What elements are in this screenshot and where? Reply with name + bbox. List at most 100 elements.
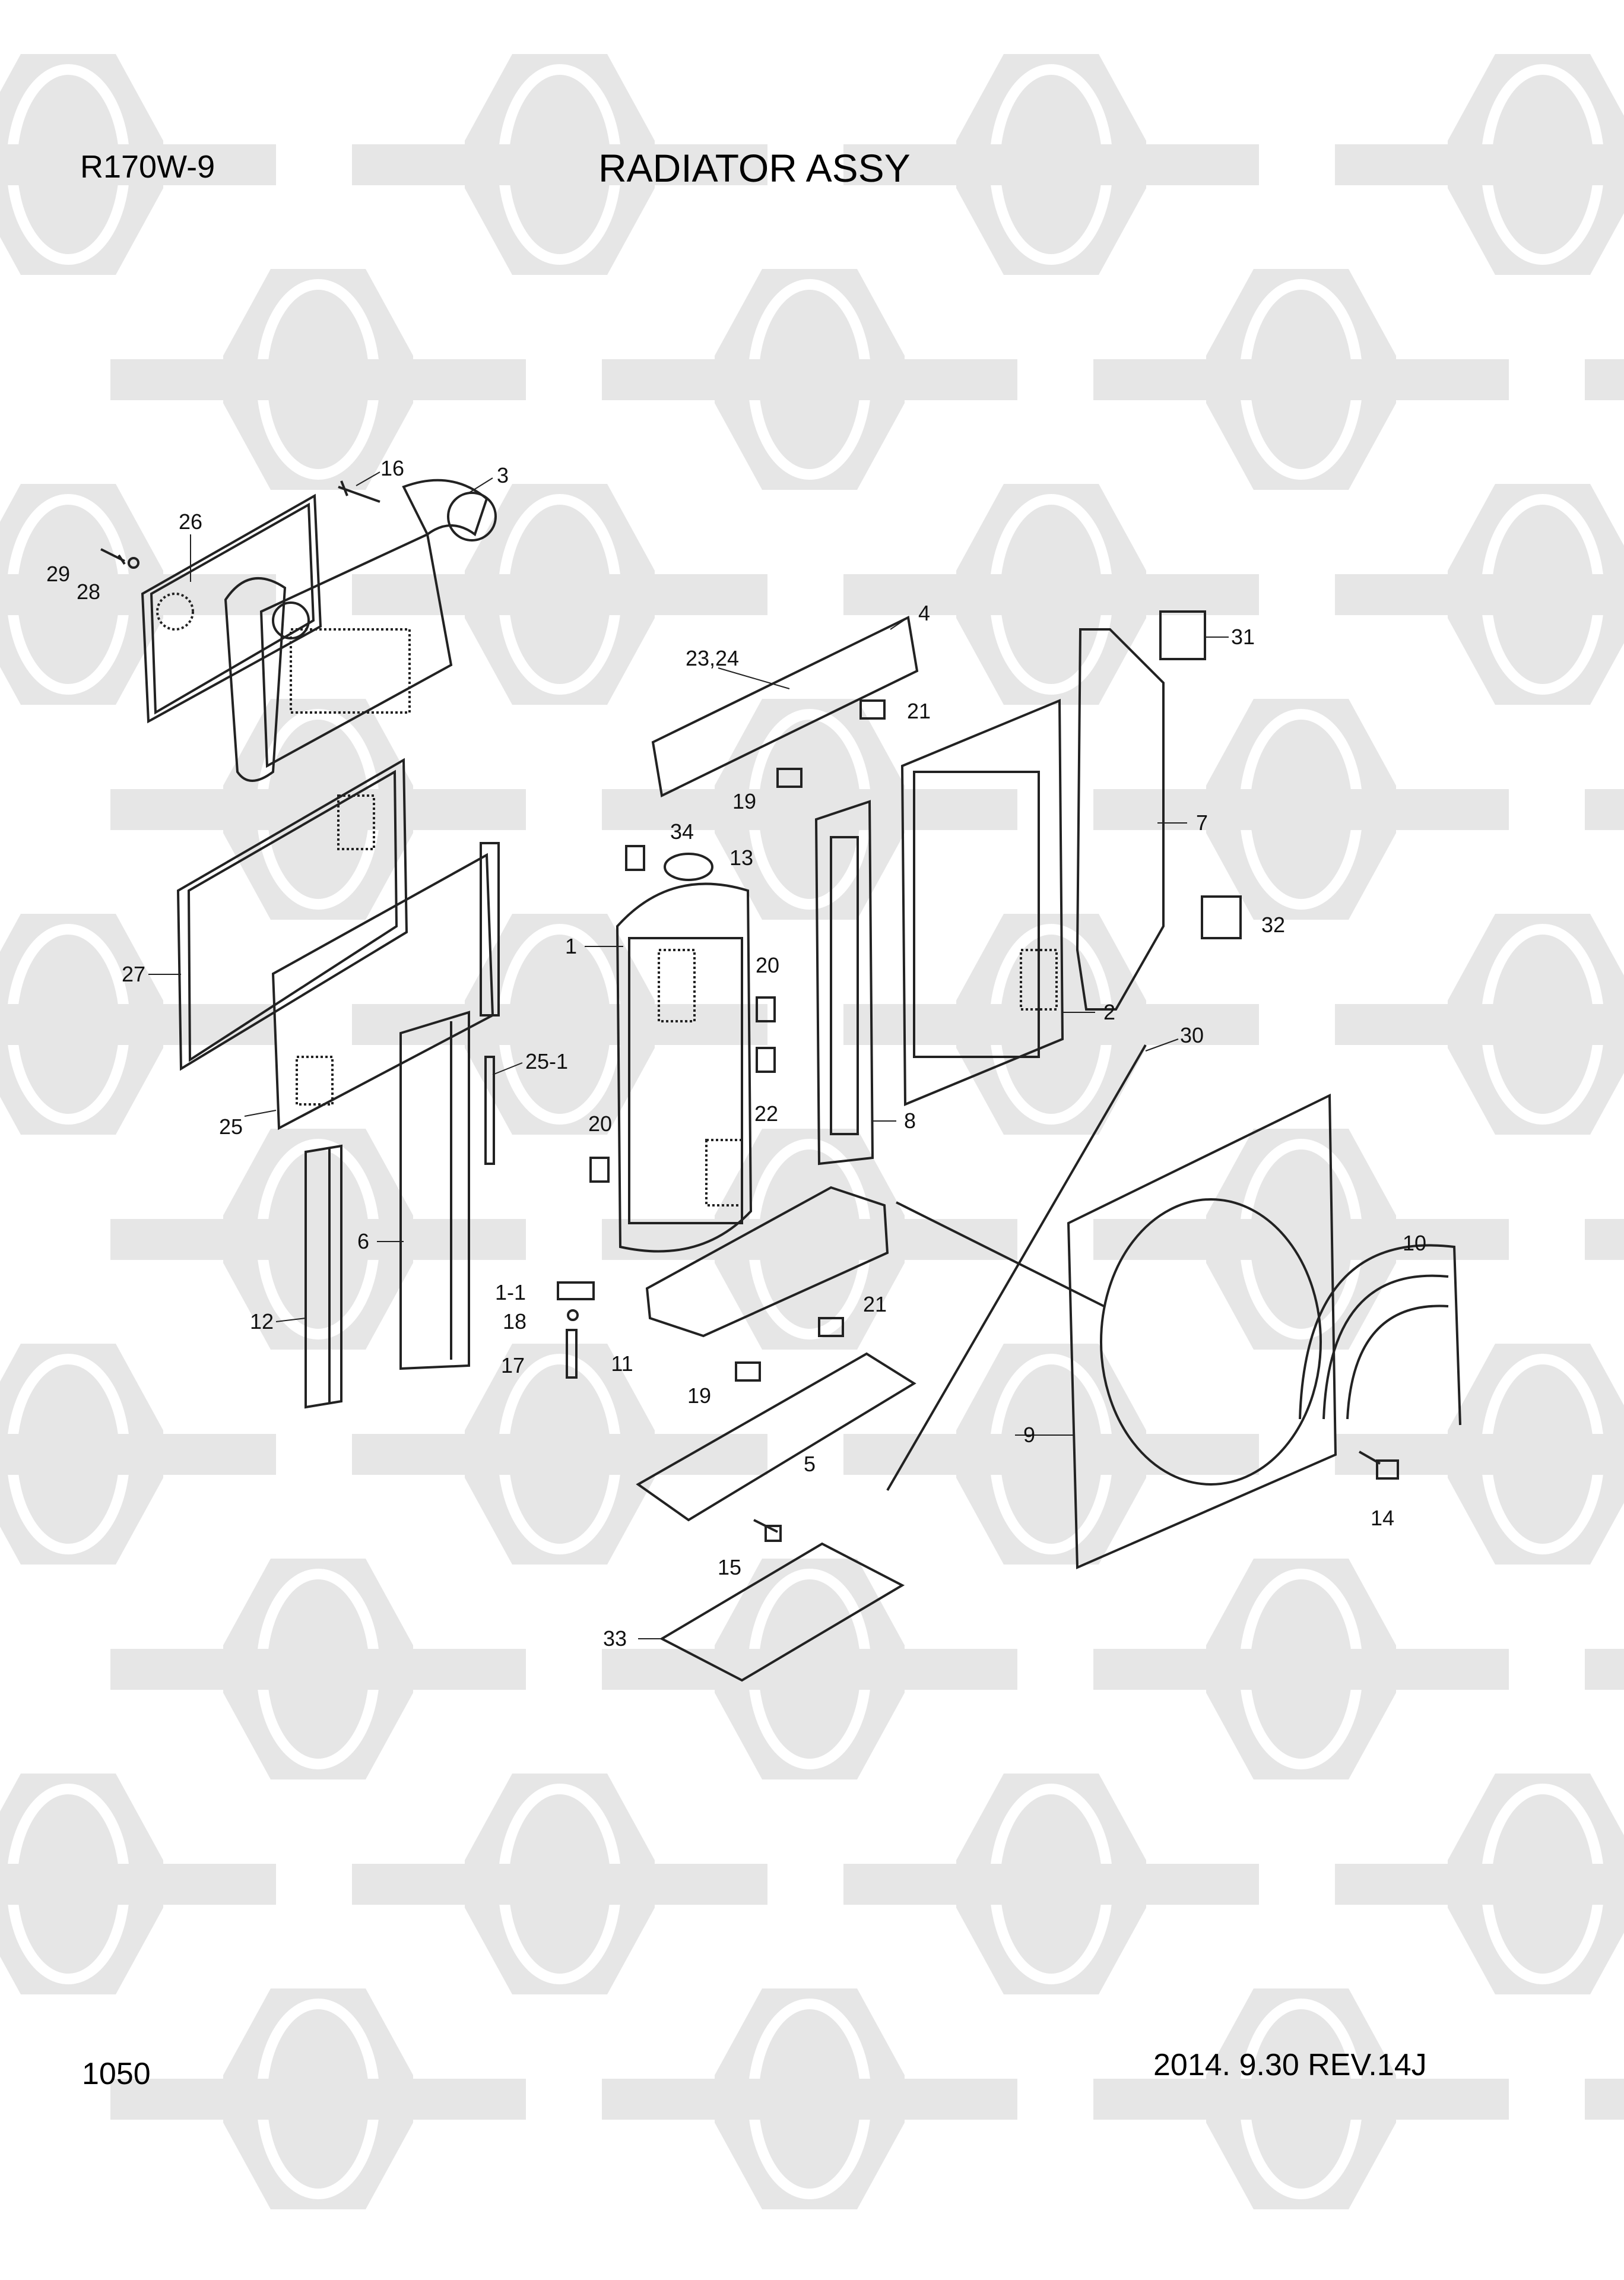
callout-32: 32 <box>1261 913 1286 937</box>
callout-19b: 19 <box>687 1383 712 1408</box>
revision-date: 2014. 9.30 REV.14J <box>1153 2048 1427 2082</box>
watermark-logo <box>602 1559 1017 1779</box>
watermark-logo <box>1093 1988 1509 2209</box>
part-4-bracket <box>651 616 919 797</box>
callout-7: 7 <box>1195 810 1209 835</box>
watermark-logo <box>1585 1219 1624 1260</box>
part-25-condenser <box>271 842 500 1130</box>
model-number: R170W-9 <box>80 149 215 185</box>
part-9-shroud <box>1067 1093 1337 1570</box>
callout-1-1: 1-1 <box>494 1280 526 1304</box>
part-32-pad <box>1201 895 1242 939</box>
watermark-logo <box>1093 1129 1509 1350</box>
callout-13: 13 <box>729 846 754 870</box>
watermark-logo <box>1335 54 1624 275</box>
callout-6: 6 <box>357 1229 370 1253</box>
watermark-logo <box>0 1344 276 1565</box>
watermark-logo <box>1585 359 1624 400</box>
callout-26: 26 <box>178 509 203 534</box>
callout-20a: 20 <box>755 953 780 977</box>
part-3-intercooler <box>224 479 497 782</box>
part-11-tray <box>645 1186 889 1338</box>
watermark-logo <box>110 1559 526 1779</box>
callout-27: 27 <box>121 962 146 986</box>
callout-8: 8 <box>903 1109 916 1133</box>
part-12-seal <box>304 1144 342 1409</box>
callout-11: 11 <box>611 1351 633 1376</box>
part-15-bolt <box>753 1519 782 1542</box>
watermark-logo <box>602 1129 1017 1350</box>
callout-10: 10 <box>1402 1231 1427 1255</box>
callout-31: 31 <box>1230 625 1255 649</box>
part-16-bolt <box>338 480 380 503</box>
part-14-bolt <box>1359 1451 1399 1480</box>
watermark-logo <box>1093 269 1509 490</box>
watermark-logo <box>0 54 276 275</box>
page-number: 1050 <box>82 2057 151 2091</box>
watermark-logo <box>352 54 767 275</box>
watermark-logo <box>843 484 1259 705</box>
callout-34: 34 <box>670 819 694 844</box>
callout-5: 5 <box>803 1452 816 1476</box>
part-33-sheet <box>659 1542 905 1682</box>
watermark-logo <box>1585 789 1624 830</box>
watermark-logo <box>352 1344 767 1565</box>
watermark-logo <box>352 484 767 705</box>
watermark-logo <box>352 1774 767 1994</box>
watermark-logo <box>1093 1559 1509 1779</box>
callout-19a: 19 <box>732 789 757 813</box>
part-34-13-cap <box>625 845 713 881</box>
part-30-stay <box>886 1044 1147 1492</box>
part-5-bracket <box>636 1352 916 1522</box>
page-title: RADIATOR ASSY <box>598 146 911 190</box>
watermark-logo <box>1335 1774 1624 1994</box>
watermark-logo <box>1585 2079 1624 2120</box>
callout-14: 14 <box>1370 1506 1395 1530</box>
watermark-logo <box>602 1988 1017 2209</box>
callout-17: 17 <box>500 1353 525 1378</box>
part-8-frame <box>814 800 874 1166</box>
watermark-logo <box>0 914 276 1135</box>
callout-18: 18 <box>502 1309 527 1334</box>
callout-4: 4 <box>918 601 931 625</box>
part-1-radiator <box>616 882 753 1253</box>
part-25-1-rod <box>484 1056 495 1165</box>
callout-22: 22 <box>754 1101 779 1126</box>
watermark-logo <box>110 1988 526 2209</box>
leader-lines <box>148 471 1229 1639</box>
watermark-logo <box>1093 699 1509 920</box>
watermark-logo <box>110 269 526 490</box>
part-7-frame <box>1076 628 1165 1011</box>
callout-16: 16 <box>380 456 405 480</box>
watermark-logo <box>843 54 1259 275</box>
part-31-pad <box>1159 610 1206 660</box>
watermark-logo <box>843 1774 1259 1994</box>
watermark-logo <box>0 484 276 705</box>
callout-9: 9 <box>1023 1423 1036 1447</box>
callout-21b: 21 <box>862 1292 887 1316</box>
callout-1: 1 <box>564 934 578 958</box>
watermark-logo <box>1335 914 1624 1135</box>
part-29-28-screw <box>100 548 139 569</box>
callout-30: 30 <box>1179 1023 1204 1047</box>
callout-21a: 21 <box>906 699 931 723</box>
watermark-logo <box>110 1129 526 1350</box>
callout-3: 3 <box>496 463 509 487</box>
part-26-screen <box>141 493 322 724</box>
callout-25-1: 25-1 <box>525 1049 569 1074</box>
callout-23-24: 23,24 <box>685 646 740 670</box>
callout-2: 2 <box>1103 1000 1116 1024</box>
small-pads <box>589 699 886 1382</box>
watermark-logo <box>1585 1649 1624 1690</box>
callout-33: 33 <box>602 1626 627 1651</box>
watermark-logo <box>843 1344 1259 1565</box>
callout-12: 12 <box>249 1309 274 1334</box>
callout-20b: 20 <box>588 1112 613 1136</box>
part-1-1-valve <box>557 1281 595 1379</box>
part-2-radiator <box>900 699 1064 1106</box>
part-6-bracket <box>399 1011 470 1370</box>
part-10-fan-guard <box>1299 1244 1461 1426</box>
